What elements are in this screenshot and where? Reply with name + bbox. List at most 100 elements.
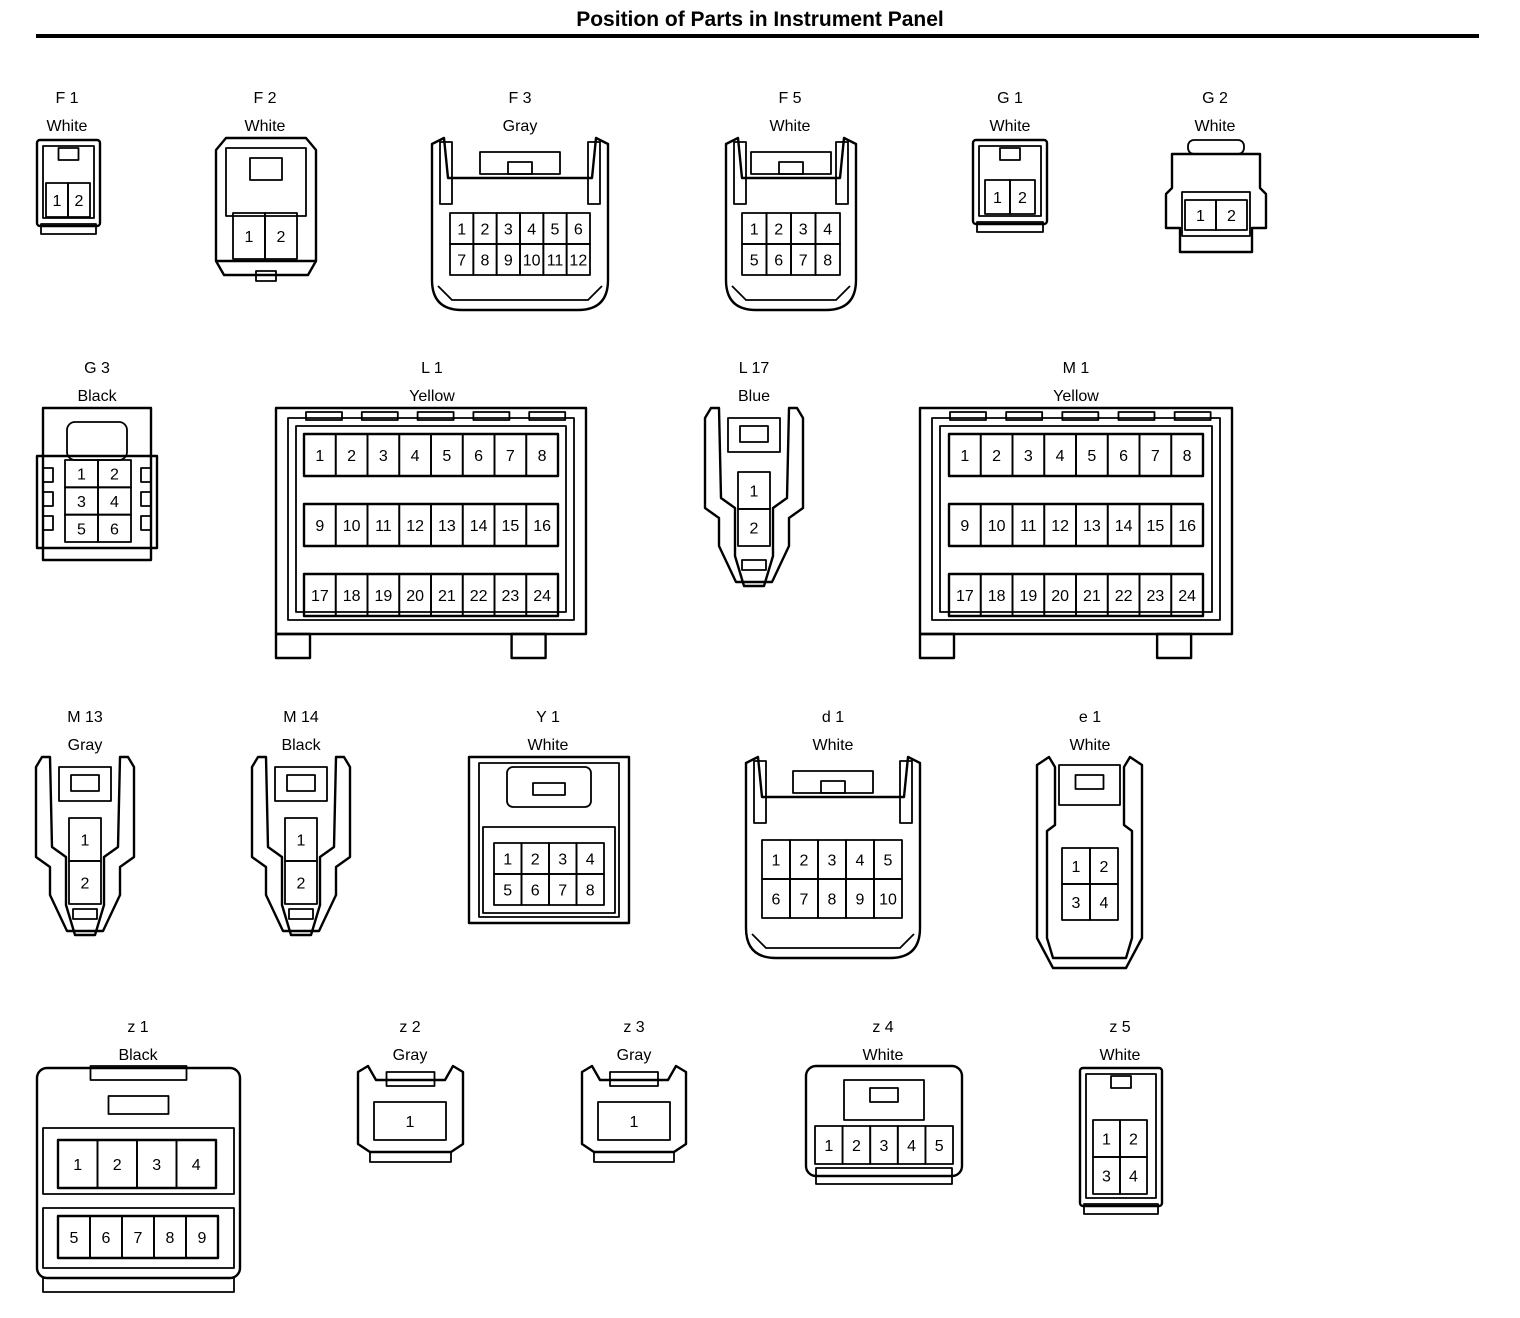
connector-code: L 1 bbox=[421, 360, 443, 377]
pin-number: 6 bbox=[474, 448, 483, 465]
pin-number: 2 bbox=[852, 1138, 861, 1155]
pin-number: 6 bbox=[574, 222, 583, 239]
connector-code: M 13 bbox=[67, 709, 103, 726]
connector-code: M 1 bbox=[1063, 360, 1090, 377]
pin-cell bbox=[175, 1139, 217, 1189]
pin-cell bbox=[1170, 573, 1204, 617]
pin-number: 3 bbox=[379, 448, 388, 465]
connector-color: White bbox=[245, 118, 286, 135]
pin-number: 3 bbox=[799, 222, 808, 239]
pin-number: 1 bbox=[53, 193, 62, 210]
connector-housing bbox=[1078, 1066, 1164, 1215]
connector-housing bbox=[34, 755, 136, 937]
pin-number: 3 bbox=[77, 494, 86, 511]
pin-number: 2 bbox=[1129, 1132, 1138, 1149]
connector-color: Blue bbox=[738, 388, 770, 405]
connector-housing bbox=[467, 755, 631, 925]
pin-number: 16 bbox=[1178, 518, 1196, 535]
pin-number: 24 bbox=[533, 588, 551, 605]
pin-number: 15 bbox=[501, 518, 519, 535]
pin-cell bbox=[924, 1125, 954, 1165]
pin-number: 6 bbox=[772, 892, 781, 909]
connector-color: Yellow bbox=[409, 388, 455, 405]
pin-number: 5 bbox=[1087, 448, 1096, 465]
pin-number: 2 bbox=[750, 521, 759, 538]
pin-number: 3 bbox=[1072, 895, 1081, 912]
pin-number: 14 bbox=[1115, 518, 1133, 535]
pin-number: 2 bbox=[297, 876, 306, 893]
connector-code: z 1 bbox=[127, 1019, 148, 1036]
pin-number: 12 bbox=[406, 518, 424, 535]
pin-number: 21 bbox=[438, 588, 456, 605]
connector-housing bbox=[971, 138, 1049, 233]
pin-number: 9 bbox=[960, 518, 969, 535]
connector-color: White bbox=[813, 737, 854, 754]
pin-number: 20 bbox=[406, 588, 424, 605]
page-title: Position of Parts in Instrument Panel bbox=[576, 8, 944, 31]
pin-number: 4 bbox=[856, 853, 865, 870]
pin-number: 4 bbox=[907, 1138, 916, 1155]
pin-number: 19 bbox=[374, 588, 392, 605]
connector-color: Black bbox=[281, 737, 321, 754]
pin-cell bbox=[373, 1101, 447, 1141]
connector-color: Gray bbox=[503, 118, 538, 135]
connector-color: White bbox=[47, 118, 88, 135]
pin-number: 1 bbox=[750, 484, 759, 501]
connector-color: Black bbox=[77, 388, 117, 405]
connector-housing bbox=[804, 1064, 964, 1185]
pin-number: 7 bbox=[457, 253, 466, 270]
pin-number: 5 bbox=[884, 853, 893, 870]
connector-code: F 5 bbox=[778, 90, 801, 107]
pin-cell bbox=[597, 1101, 671, 1141]
connector-code: F 1 bbox=[55, 90, 78, 107]
pin-number: 10 bbox=[523, 253, 541, 270]
pin-number: 2 bbox=[531, 852, 540, 869]
pin-number: 18 bbox=[988, 588, 1006, 605]
pin-number: 12 bbox=[569, 253, 587, 270]
pin-number: 8 bbox=[481, 253, 490, 270]
pin-number: 22 bbox=[470, 588, 488, 605]
pin-number: 7 bbox=[1151, 448, 1160, 465]
pin-cell bbox=[1170, 433, 1204, 477]
connector-code: z 3 bbox=[623, 1019, 644, 1036]
pin-number: 8 bbox=[166, 1230, 175, 1247]
connector-housing bbox=[35, 138, 102, 235]
pin-number: 11 bbox=[1020, 518, 1037, 535]
pin-cell bbox=[737, 508, 771, 547]
pin-number: 13 bbox=[438, 518, 456, 535]
pin-number: 10 bbox=[343, 518, 361, 535]
connector-color: White bbox=[1100, 1047, 1141, 1064]
connector-color: Gray bbox=[617, 1047, 652, 1064]
connector-code: z 5 bbox=[1109, 1019, 1130, 1036]
pin-cell bbox=[67, 182, 91, 218]
connector-housing bbox=[214, 136, 318, 282]
pin-number: 8 bbox=[538, 448, 547, 465]
pin-number: 5 bbox=[442, 448, 451, 465]
pin-number: 21 bbox=[1083, 588, 1101, 605]
pin-number: 11 bbox=[375, 518, 392, 535]
pin-number: 1 bbox=[297, 833, 306, 850]
pin-cell bbox=[1009, 179, 1036, 215]
pin-number: 2 bbox=[1227, 208, 1236, 225]
pin-cell bbox=[97, 513, 132, 543]
pin-number: 4 bbox=[1129, 1169, 1138, 1186]
pin-number: 2 bbox=[347, 448, 356, 465]
connector-housing bbox=[724, 136, 858, 312]
pin-number: 3 bbox=[828, 853, 837, 870]
pin-number: 4 bbox=[823, 222, 832, 239]
pin-number: 5 bbox=[70, 1230, 79, 1247]
connector-code: G 1 bbox=[997, 90, 1023, 107]
pin-number: 4 bbox=[1056, 448, 1065, 465]
pin-cell bbox=[185, 1215, 219, 1259]
connector-housing bbox=[430, 136, 610, 312]
pin-number: 3 bbox=[1024, 448, 1033, 465]
connector-color: Black bbox=[118, 1047, 158, 1064]
pin-number: 1 bbox=[960, 448, 969, 465]
pin-number: 17 bbox=[311, 588, 329, 605]
pin-number: 5 bbox=[503, 883, 512, 900]
